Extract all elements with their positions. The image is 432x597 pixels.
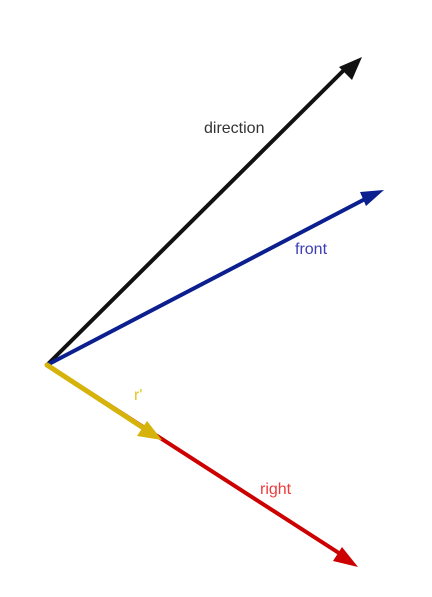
front-vector	[45, 190, 384, 367]
direction-label: direction	[204, 120, 264, 137]
direction-vector-shaft	[45, 65, 349, 367]
direction-vector-arrowhead	[339, 57, 362, 80]
direction-vector	[45, 57, 362, 367]
r-prime-vector-arrowhead	[137, 421, 162, 440]
front-label: front	[295, 241, 328, 258]
r-prime-label: r'	[134, 387, 142, 404]
front-vector-arrowhead	[360, 190, 384, 206]
r-prime-vector-shaft	[44, 362, 148, 432]
r-prime-vector	[44, 362, 162, 440]
right-label: right	[260, 481, 292, 498]
front-vector-shaft	[45, 196, 369, 367]
right-vector-arrowhead	[333, 547, 358, 567]
